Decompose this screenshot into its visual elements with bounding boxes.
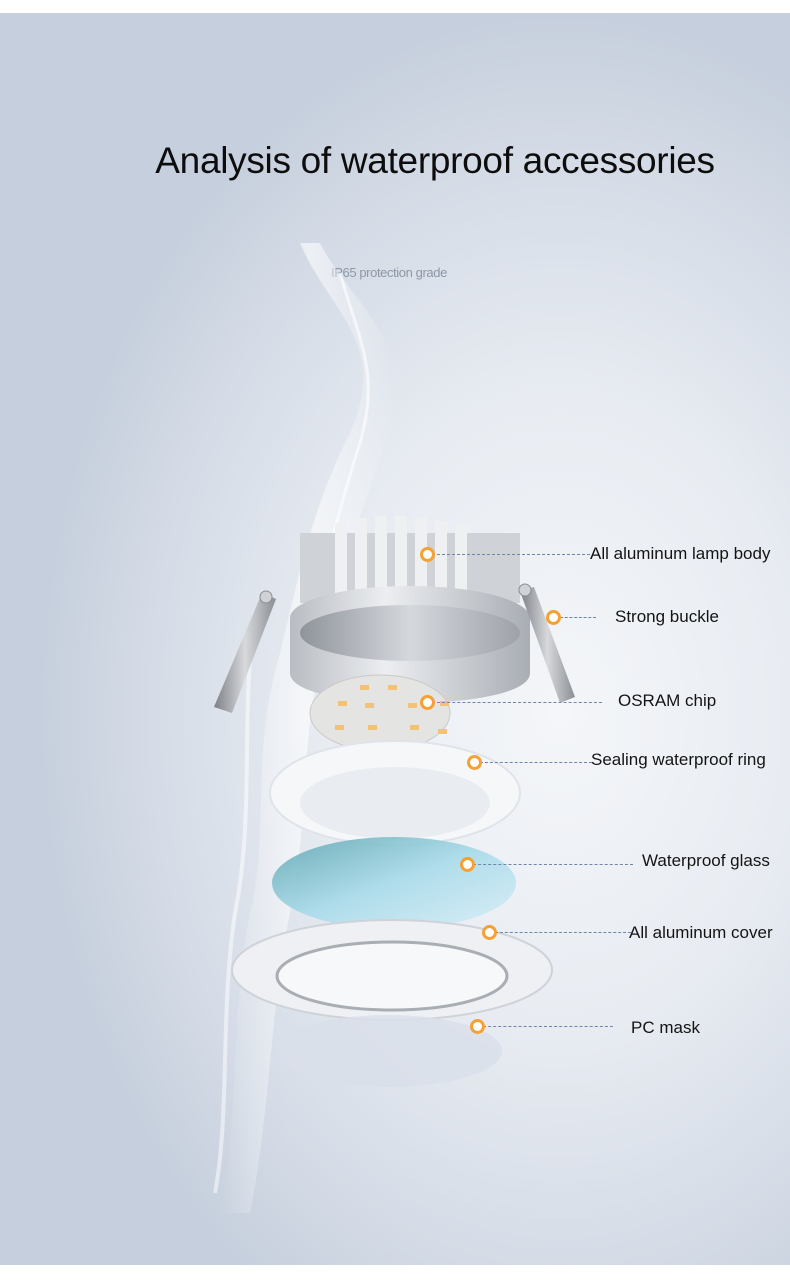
marker-lamp-body-icon bbox=[420, 547, 435, 562]
leader-line-pc-mask bbox=[483, 1026, 613, 1027]
product-diagram-canvas: Analysis of waterproof accessories IP65 … bbox=[0, 13, 790, 1265]
leader-line-sealing-ring bbox=[480, 762, 592, 763]
marker-pc-mask-icon bbox=[470, 1019, 485, 1034]
leader-line-chip bbox=[432, 702, 602, 703]
marker-cover-icon bbox=[482, 925, 497, 940]
label-cover: All aluminum cover bbox=[629, 923, 773, 942]
label-glass: Waterproof glass bbox=[642, 851, 770, 870]
marker-glass-icon bbox=[460, 857, 475, 872]
label-chip: OSRAM chip bbox=[618, 691, 717, 710]
label-buckle: Strong buckle bbox=[615, 607, 719, 626]
lamp-exploded-view bbox=[214, 516, 575, 1087]
heatsink bbox=[300, 516, 520, 603]
leader-line-lamp-body bbox=[432, 554, 590, 555]
leader-line-cover bbox=[495, 932, 631, 933]
label-sealing-ring: Sealing waterproof ring bbox=[591, 750, 766, 769]
marker-sealing-ring-icon bbox=[467, 755, 482, 770]
label-lamp-body: All aluminum lamp body bbox=[590, 544, 771, 563]
marker-chip-icon bbox=[420, 695, 435, 710]
label-pc-mask: PC mask bbox=[631, 1018, 700, 1037]
leader-line-glass bbox=[473, 864, 633, 865]
marker-buckle-icon bbox=[546, 610, 561, 625]
page-title: Analysis of waterproof accessories bbox=[155, 140, 715, 181]
leader-line-buckle bbox=[560, 617, 596, 618]
